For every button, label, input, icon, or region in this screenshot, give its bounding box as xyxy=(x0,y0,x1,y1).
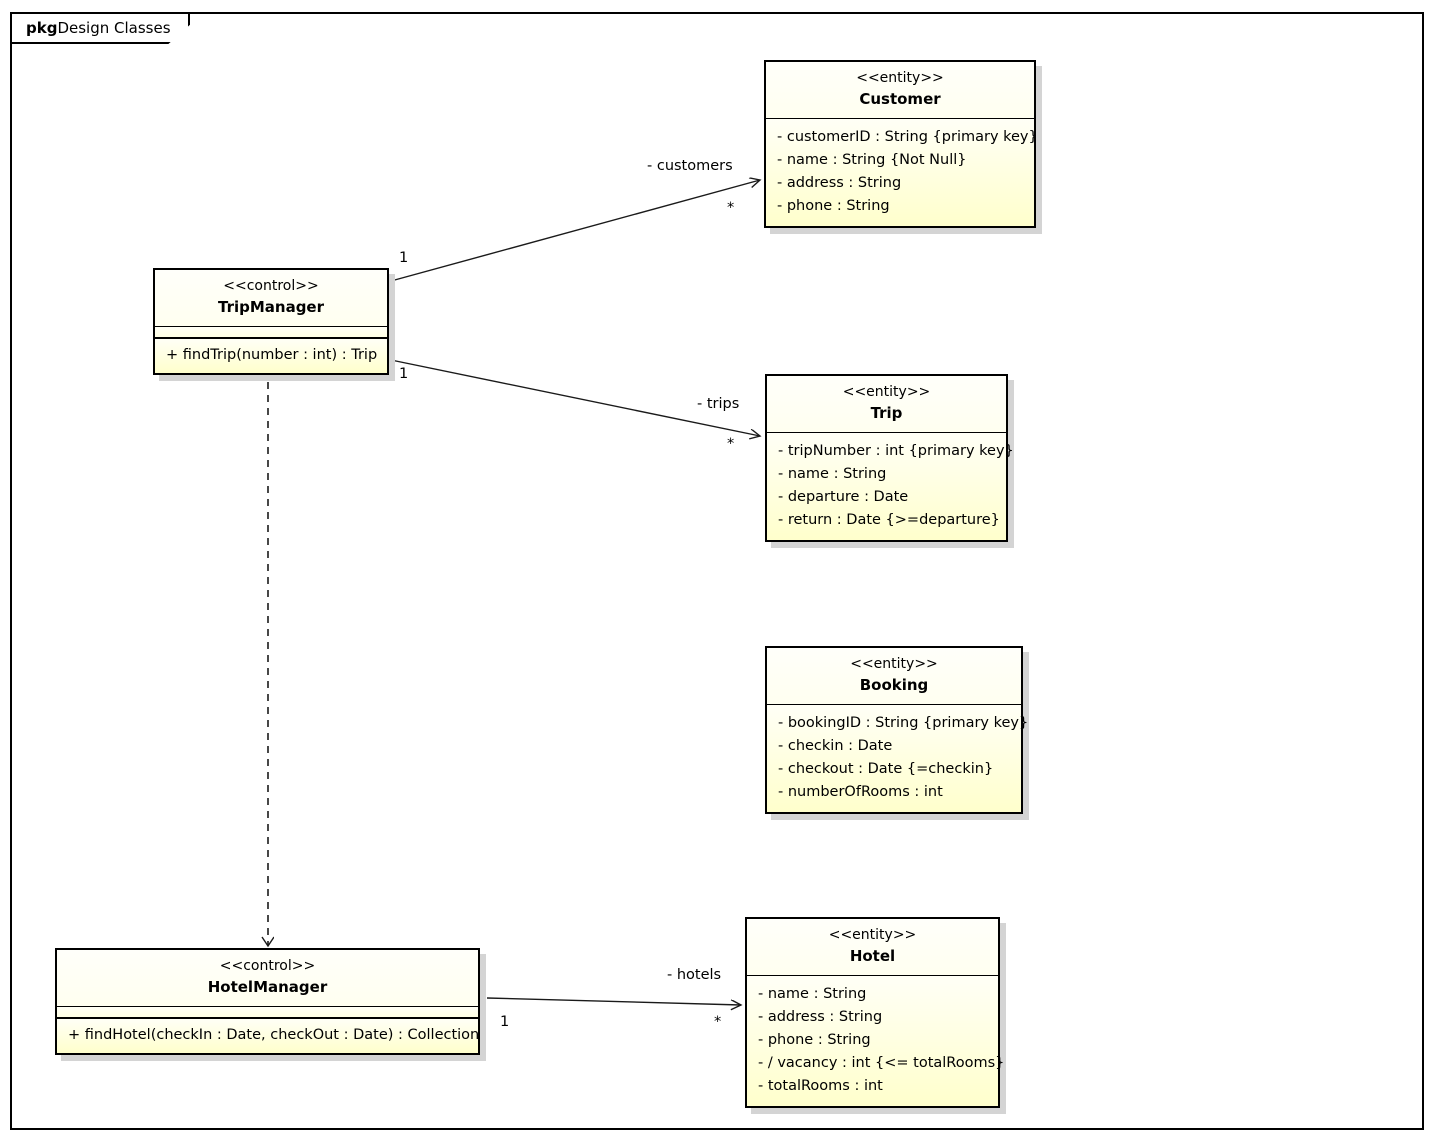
uml-class-trip[interactable]: <<entity>> Trip - tripNumber : int {prim… xyxy=(765,374,1014,542)
association-role-hotels: - hotels xyxy=(667,967,722,983)
uml-attribute: - tripNumber : int {primary key} xyxy=(778,443,1014,459)
uml-class-header: <<control>> TripManager xyxy=(155,270,387,327)
uml-class-header: <<control>> HotelManager xyxy=(57,950,478,1007)
package-frame xyxy=(10,12,1424,1130)
uml-attribute: - name : String xyxy=(758,986,867,1002)
uml-attribute: - checkin : Date xyxy=(778,738,893,754)
uml-attributes-compartment: - name : String - address : String - pho… xyxy=(747,976,1005,1106)
uml-attribute: - customerID : String {primary key} xyxy=(777,129,1038,145)
association-hotelmanager-hotel xyxy=(486,997,741,1005)
uml-attributes-compartment xyxy=(57,1007,478,1018)
uml-attributes-compartment xyxy=(155,327,387,338)
uml-class-header: <<entity>> Trip xyxy=(767,376,1006,433)
association-role-customers: - customers xyxy=(647,158,733,174)
uml-attribute: - name : String {Not Null} xyxy=(777,152,967,168)
uml-stereotype: <<entity>> xyxy=(850,656,938,672)
association-tripmanager-customer xyxy=(390,180,760,282)
uml-attribute: - / vacancy : int {<= totalRooms} xyxy=(758,1055,1005,1071)
uml-stereotype: <<entity>> xyxy=(842,384,931,400)
association-tripmanager-trip xyxy=(390,359,760,436)
uml-attribute: - departure : Date xyxy=(778,489,909,505)
multiplicity-hotelmanager-hotel-target: * xyxy=(714,1014,722,1030)
uml-attributes-compartment: - tripNumber : int {primary key} - name … xyxy=(767,433,1014,540)
multiplicity-hotelmanager-hotel-source: 1 xyxy=(500,1014,510,1030)
uml-attribute: - address : String xyxy=(777,175,902,191)
uml-attribute: - address : String xyxy=(758,1009,883,1025)
uml-class-tripmanager[interactable]: <<control>> TripManager + findTrip(numbe… xyxy=(153,268,389,375)
uml-stereotype: <<control>> xyxy=(219,958,316,974)
uml-operations-compartment: + findHotel(checkIn : Date, checkOut : D… xyxy=(57,1018,480,1053)
multiplicity-tripmanager-customer-source: 1 xyxy=(399,250,409,266)
uml-class-name: Trip xyxy=(870,404,903,422)
uml-class-name: Hotel xyxy=(849,947,896,965)
uml-attributes-compartment: - bookingID : String {primary key} - che… xyxy=(767,705,1029,812)
uml-attribute: - totalRooms : int xyxy=(758,1078,883,1094)
association-role-trips: - trips xyxy=(697,396,740,412)
package-name: Design Classes xyxy=(57,19,171,37)
uml-attribute: - checkout : Date {=checkin} xyxy=(778,761,994,777)
multiplicity-tripmanager-trip-target: * xyxy=(727,436,735,452)
uml-attribute: - name : String xyxy=(778,466,887,482)
uml-class-booking[interactable]: <<entity>> Booking - bookingID : String … xyxy=(765,646,1029,814)
uml-operation: + findHotel(checkIn : Date, checkOut : D… xyxy=(68,1027,480,1043)
uml-stereotype: <<entity>> xyxy=(828,927,917,943)
uml-attributes-compartment: - customerID : String {primary key} - na… xyxy=(766,119,1038,226)
uml-stereotype: <<entity>> xyxy=(856,70,944,86)
multiplicity-tripmanager-trip-source: 1 xyxy=(399,366,409,382)
uml-class-hotel[interactable]: <<entity>> Hotel - name : String - addre… xyxy=(745,917,1005,1108)
uml-attribute: - return : Date {>=departure} xyxy=(778,512,1000,528)
uml-attribute: - bookingID : String {primary key} xyxy=(778,715,1029,731)
uml-attribute: - phone : String xyxy=(777,198,890,214)
multiplicity-tripmanager-customer-target: * xyxy=(727,200,735,216)
uml-class-name: Booking xyxy=(859,676,929,694)
uml-class-header: <<entity>> Customer xyxy=(766,62,1034,119)
uml-class-customer[interactable]: <<entity>> Customer - customerID : Strin… xyxy=(764,60,1038,228)
uml-attribute: - phone : String xyxy=(758,1032,871,1048)
uml-class-header: <<entity>> Hotel xyxy=(747,919,998,976)
uml-operations-compartment: + findTrip(number : int) : Trip xyxy=(155,338,387,373)
uml-attribute: - numberOfRooms : int xyxy=(778,784,943,800)
uml-class-name: Customer xyxy=(859,90,941,108)
uml-class-header: <<entity>> Booking xyxy=(767,648,1021,705)
uml-stereotype: <<control>> xyxy=(223,278,319,294)
uml-class-name: HotelManager xyxy=(207,978,328,996)
uml-class-name: TripManager xyxy=(217,298,325,316)
package-keyword: pkg xyxy=(26,19,58,37)
uml-operation: + findTrip(number : int) : Trip xyxy=(166,347,378,363)
uml-class-hotelmanager[interactable]: <<control>> HotelManager + findHotel(che… xyxy=(55,948,480,1055)
